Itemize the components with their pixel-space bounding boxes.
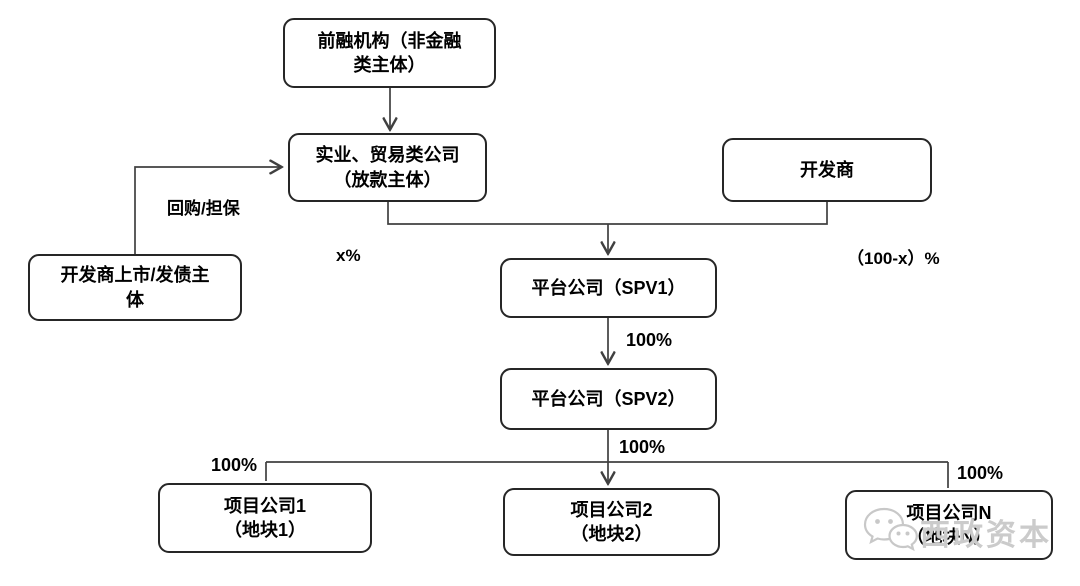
edge-label-repurchase-guarantee: 回购/担保 bbox=[167, 199, 240, 218]
node-spv1: 平台公司（SPV1） bbox=[500, 258, 717, 318]
edge-label-100pct-project1: 100% bbox=[211, 455, 258, 475]
node-pre-financing-institution: 前融机构（非金融 类主体） bbox=[283, 18, 496, 88]
edge-label-100pct-spv2-projects: 100% bbox=[619, 437, 666, 457]
node-listed-bond-entity: 开发商上市/发债主 体 bbox=[28, 254, 242, 321]
edge-label-100-minus-x-percent: （100-x）% bbox=[847, 249, 940, 268]
edge-join-top bbox=[387, 202, 828, 225]
node-lending-entity: 实业、贸易类公司 （放款主体） bbox=[288, 133, 487, 202]
edge-label-100pct-spv1-spv2: 100% bbox=[626, 330, 673, 350]
node-project-company-2: 项目公司2 （地块2） bbox=[503, 488, 720, 556]
node-spv2: 平台公司（SPV2） bbox=[500, 368, 717, 430]
node-developer: 开发商 bbox=[722, 138, 932, 202]
edge-label-100pct-projectN: 100% bbox=[957, 463, 1004, 483]
edge-label-x-percent: x% bbox=[336, 246, 361, 265]
node-project-company-1: 项目公司1 （地块1） bbox=[158, 483, 372, 553]
node-project-company-n: 项目公司N （地块N） bbox=[845, 490, 1053, 560]
